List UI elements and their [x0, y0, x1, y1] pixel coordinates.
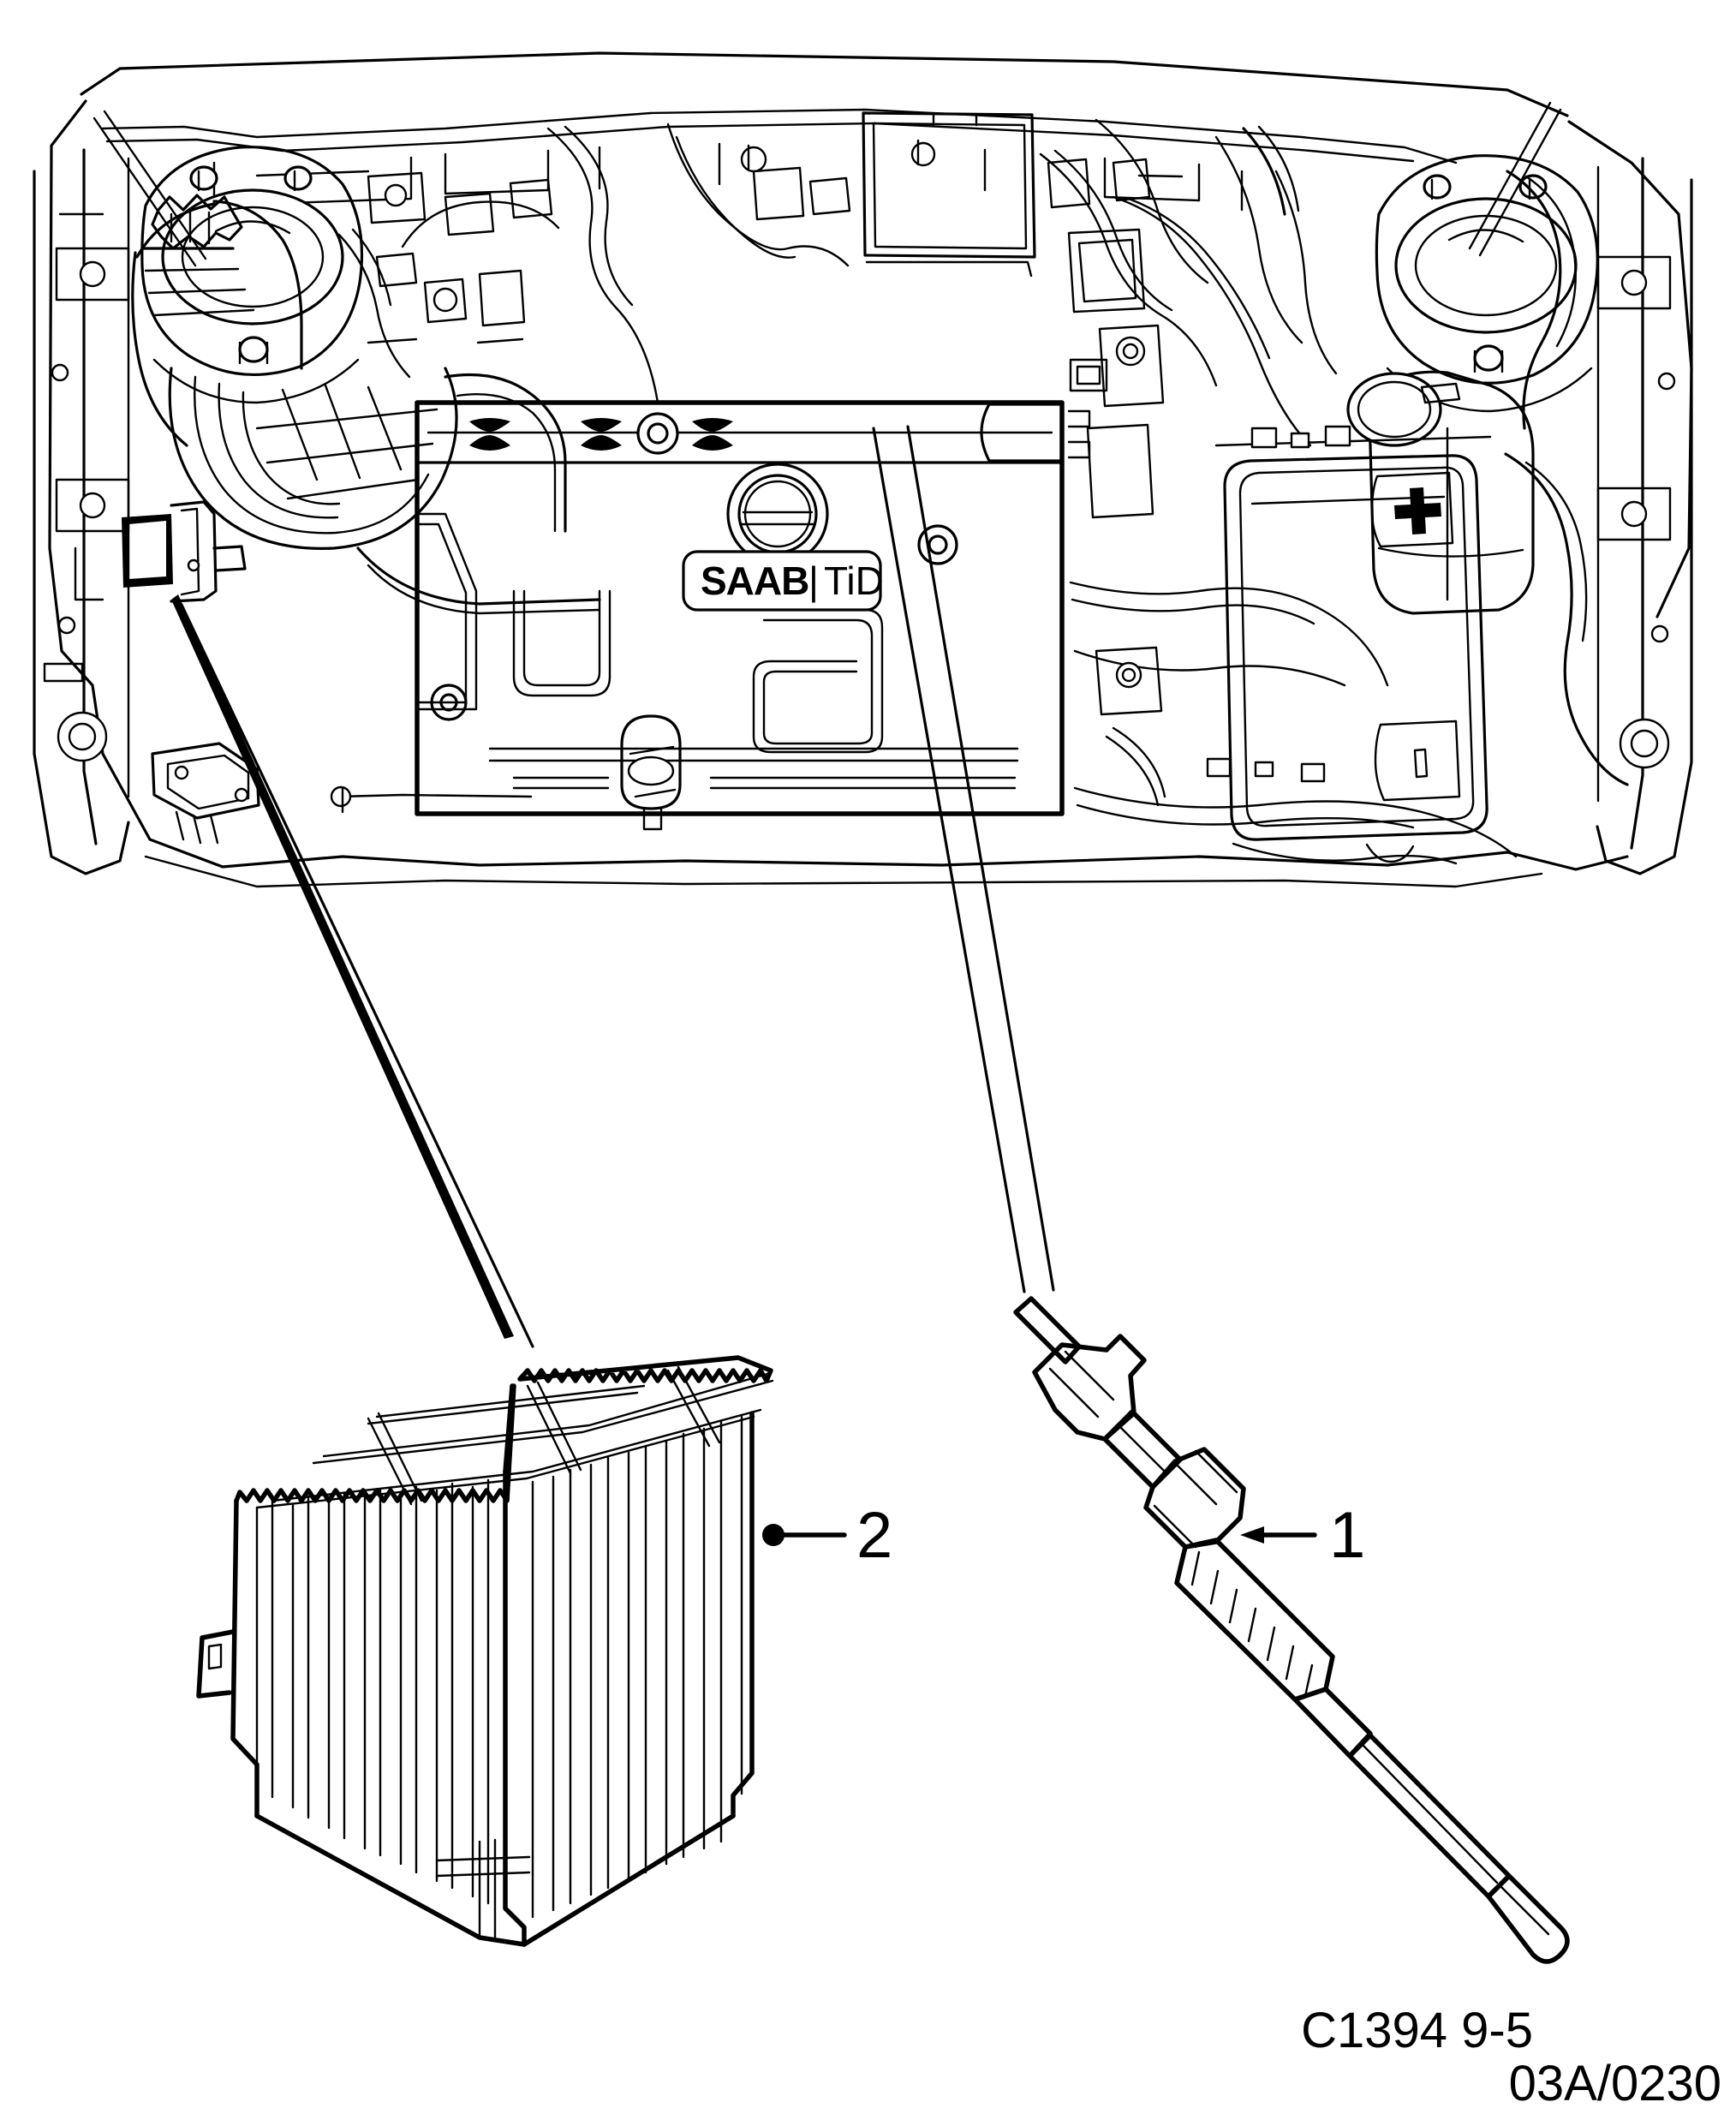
coolant-hoses	[1242, 125, 1629, 786]
caption-line-1: C1394 9-5	[1301, 2003, 1533, 2058]
wiring-harness	[546, 118, 1518, 858]
caption-line-2: 03A/0230	[1509, 2056, 1721, 2111]
leader-lines	[171, 425, 1055, 1348]
relay-box	[862, 111, 1036, 278]
body-shell-outline	[33, 51, 1693, 888]
coolant-reservoir	[1346, 370, 1535, 615]
battery-positive-terminal	[1394, 487, 1441, 534]
leader-line-1a	[872, 427, 1026, 1293]
control-unit-mount-bracket	[122, 500, 247, 603]
callout-1: 1	[1240, 1499, 1365, 1572]
control-unit-fins-front	[531, 1415, 743, 1919]
callout-2-label: 2	[856, 1499, 892, 1572]
callout-2-dot	[762, 1524, 784, 1546]
dipstick	[330, 785, 533, 814]
hood-struts	[92, 101, 1562, 267]
callout-1-label: 1	[1329, 1499, 1365, 1572]
left-plumbing	[337, 200, 560, 379]
engine-badge: SAAB | TiD	[682, 550, 884, 612]
badge-separator: |	[808, 558, 819, 603]
glow-plug-ports	[469, 418, 733, 451]
engine-bay-illustration: SAAB | TiD	[33, 51, 1693, 888]
leader-line-2	[171, 594, 514, 1339]
electrical-connector	[151, 742, 260, 845]
caption-block: C1394 9-5 03A/0230	[1301, 2003, 1721, 2111]
leader-line-1b	[906, 425, 1055, 1292]
badge-brand-text: SAAB	[701, 558, 808, 603]
intake-hose	[131, 194, 601, 615]
engine-cover: SAAB | TiD	[415, 400, 1091, 831]
right-strut-tower	[1375, 154, 1599, 413]
glow-plug-threads	[1190, 1550, 1314, 1698]
battery	[1214, 425, 1492, 865]
engine-bay-components	[367, 139, 1166, 807]
control-unit-fins-left	[255, 1478, 490, 1905]
glow-plug	[1013, 1296, 1570, 1964]
badge-variant-text: TiD	[824, 558, 884, 603]
glow-plug-control-unit	[196, 1355, 774, 1947]
callout-2: 2	[762, 1499, 892, 1572]
leader-line-2b	[180, 603, 534, 1348]
